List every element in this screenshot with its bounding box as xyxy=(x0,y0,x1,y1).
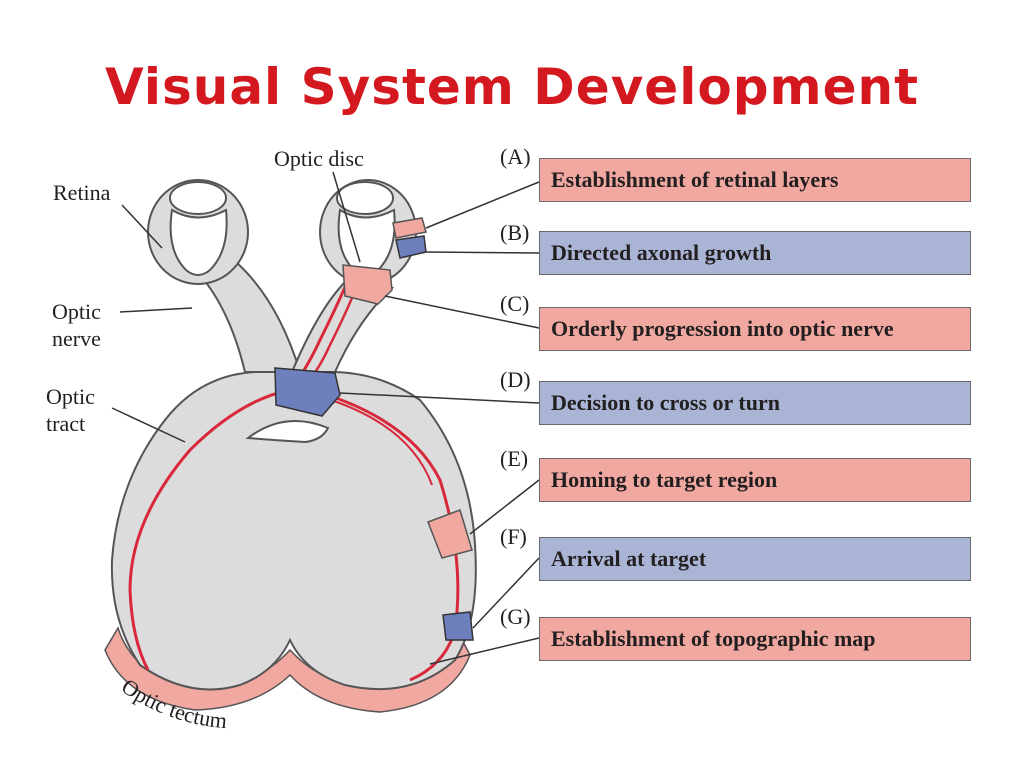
right-eye-lens xyxy=(336,181,394,215)
region-b-marker xyxy=(395,235,427,259)
stage-f-letter: (F) xyxy=(500,524,527,549)
stage-d-leader xyxy=(339,392,540,404)
stage-c-letter: (C) xyxy=(500,291,530,316)
stage-f-leader xyxy=(472,557,540,629)
region-f-marker xyxy=(442,611,474,641)
stage-b-leader xyxy=(425,251,540,254)
brain-hemisphere xyxy=(110,371,477,691)
region-a-marker xyxy=(392,217,427,239)
stage-f-box: Arrival at target xyxy=(539,537,971,581)
region-e-marker xyxy=(427,509,473,559)
left-eye-interior xyxy=(169,208,228,276)
stage-c-leader xyxy=(384,295,540,329)
optic-tract-leader xyxy=(111,407,186,443)
stage-e-letter: (E) xyxy=(500,446,529,471)
region-c-marker xyxy=(342,264,393,305)
stage-b-letter: (B) xyxy=(500,220,530,245)
stage-b-box: Directed axonal growth xyxy=(539,231,971,275)
retina-label: Retina xyxy=(53,180,111,205)
optic-disc-leader xyxy=(332,171,361,263)
region-d-marker xyxy=(274,367,341,417)
optic-nerve-leader xyxy=(119,307,193,313)
axon-ipsilateral-2 xyxy=(324,397,433,486)
optic-disc-label: Optic disc xyxy=(274,146,364,171)
stage-e-leader xyxy=(469,479,540,535)
stage-a-leader xyxy=(425,181,540,229)
stage-g-box: Establishment of topographic map xyxy=(539,617,971,661)
slide-title: Visual System Development xyxy=(105,58,919,116)
stage-d-box: Decision to cross or turn xyxy=(539,381,971,425)
retina-leader xyxy=(121,204,163,249)
optic-nerve-label-line1: Optic xyxy=(52,299,101,324)
stage-g-leader xyxy=(429,637,540,665)
stage-e-box: Homing to target region xyxy=(539,458,971,502)
optic-tract-label-line1: Optic xyxy=(46,384,95,409)
chiasm-lumen xyxy=(245,419,330,444)
optic-nerve-label-line2: nerve xyxy=(52,326,101,351)
stage-d-letter: (D) xyxy=(500,367,531,392)
stage-a-box: Establishment of retinal layers xyxy=(539,158,971,202)
stage-c-box: Orderly progression into optic nerve xyxy=(539,307,971,351)
axon-crossing xyxy=(128,274,352,671)
left-eye-lens xyxy=(169,181,227,215)
stage-g-letter: (G) xyxy=(500,604,531,629)
optic-tract-label-line2: tract xyxy=(46,411,86,436)
stage-a-letter: (A) xyxy=(500,144,531,169)
